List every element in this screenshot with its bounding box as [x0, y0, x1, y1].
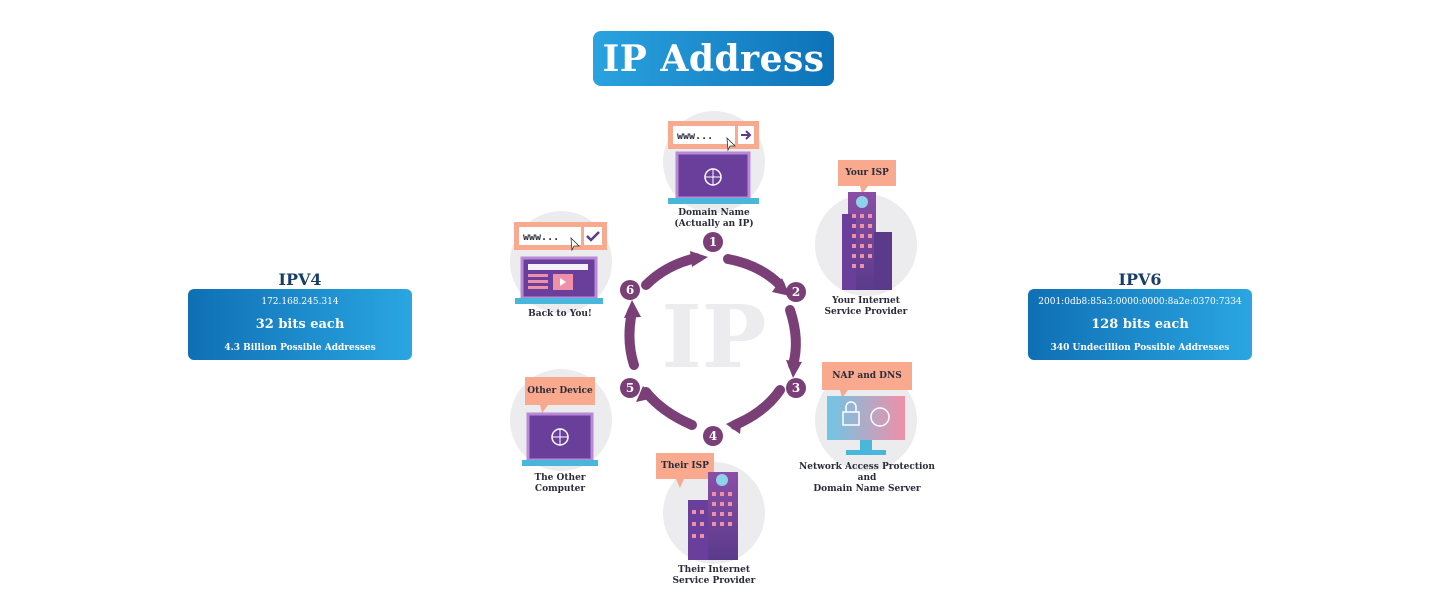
isp-building-icon [838, 160, 896, 290]
step6-url-text: www... [523, 232, 559, 243]
ipv6-heading: IPV6 [1118, 270, 1162, 289]
step4-caption: Their Internet Service Provider [654, 565, 774, 587]
your-isp-tag: Your ISP [845, 168, 889, 178]
step-number-1: 1 [709, 235, 717, 249]
back-to-you-laptop-icon [514, 222, 607, 304]
other-device-laptop-icon [522, 377, 598, 466]
page-title: IP Address [602, 37, 825, 80]
ipv4-bits: 32 bits each [255, 317, 345, 332]
ipv4-address: 172.168.245.314 [261, 297, 339, 307]
ipv4-possible: 4.3 Billion Possible Addresses [224, 343, 376, 353]
laptop-globe-icon [668, 121, 759, 204]
nap-dns-tag: NAP and DNS [832, 371, 902, 381]
their-isp-building-icon [656, 453, 738, 560]
step2-caption: Your Internet Service Provider [806, 296, 926, 318]
other-device-tag: Other Device [527, 386, 593, 396]
their-isp-tag: Their ISP [661, 461, 709, 471]
step6-caption: Back to You! [500, 309, 620, 320]
ip-watermark: IP [662, 287, 767, 388]
step3-caption-line2: and [857, 473, 877, 483]
ipv6-box: 2001:0db8:85a3:0000:0000:8a2e:0370:7334 … [1028, 289, 1252, 360]
step5-caption: The Other Computer [500, 473, 620, 495]
step1-caption-line1: Domain Name [678, 208, 750, 218]
step-number-2: 2 [792, 285, 800, 299]
step5-caption-line2: Computer [534, 484, 586, 494]
arrow-heads [624, 251, 802, 434]
step-number-4: 4 [709, 429, 717, 443]
step2-caption-line2: Service Provider [824, 307, 908, 317]
step3-caption: Network Access Protection and Domain Nam… [792, 462, 942, 495]
ipv6-bits: 128 bits each [1091, 317, 1189, 332]
step1-caption: Domain Name (Actually an IP) [654, 208, 774, 230]
ipv4-box: 172.168.245.314 32 bits each 4.3 Billion… [188, 289, 412, 360]
ipv6-possible: 340 Undecillion Possible Addresses [1050, 343, 1230, 353]
step1-url-text: www... [677, 131, 713, 142]
ipv4-heading: IPV4 [278, 270, 322, 289]
title-banner: IP Address [593, 31, 834, 86]
step1-caption-line2: (Actually an IP) [674, 219, 754, 229]
nap-dns-monitor-icon [822, 362, 912, 455]
step5-caption-line1: The Other [534, 473, 586, 483]
step-number-3: 3 [792, 381, 800, 395]
step3-caption-line3: Domain Name Server [813, 484, 921, 494]
step-number-5: 5 [626, 381, 634, 395]
step4-caption-line1: Their Internet [677, 565, 751, 575]
ipv6-address: 2001:0db8:85a3:0000:0000:8a2e:0370:7334 [1038, 297, 1242, 307]
step4-caption-line2: Service Provider [672, 576, 756, 586]
step-badges [620, 232, 806, 446]
step6-caption-line1: Back to You! [528, 309, 592, 319]
step2-caption-line1: Your Internet [832, 296, 900, 306]
step-number-6: 6 [626, 283, 634, 297]
step3-caption-line1: Network Access Protection [799, 462, 935, 472]
